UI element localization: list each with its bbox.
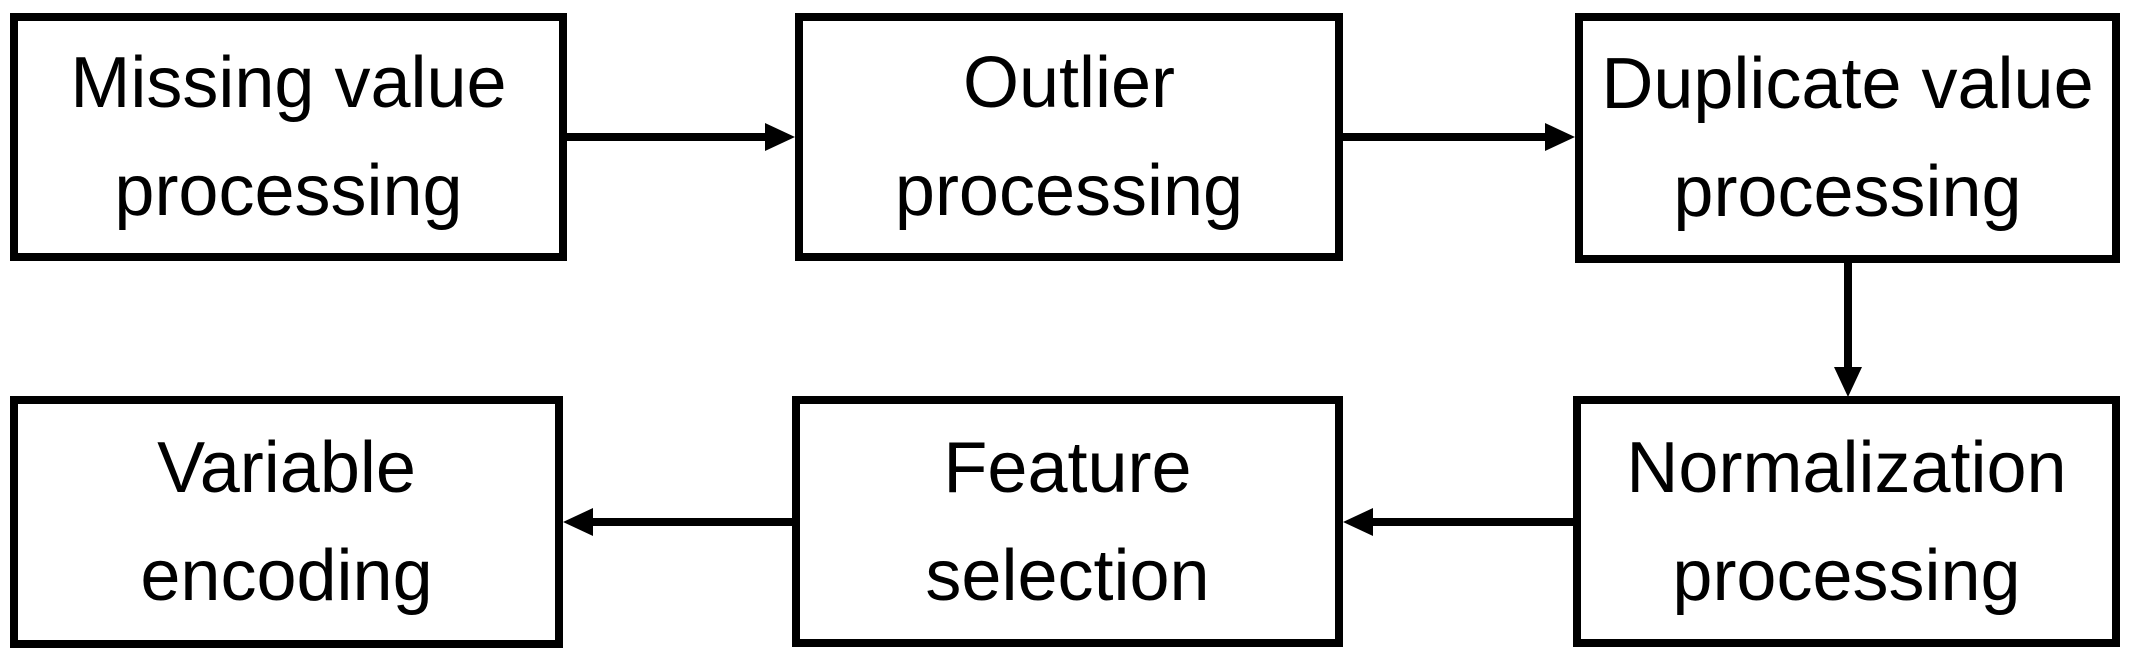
node-outlier-processing: Outlier processing <box>795 13 1343 261</box>
node-feature-selection: Feature selection <box>792 396 1343 647</box>
node-normalization-processing: Normalization processing <box>1573 396 2120 647</box>
node-label-line: Variable <box>157 428 416 508</box>
node-label-line: Outlier <box>962 43 1176 123</box>
node-duplicate-value-processing: Duplicate value processing <box>1575 13 2120 263</box>
node-missing-value-processing: Missing value processing <box>10 13 567 261</box>
arrow-feature-to-variable <box>563 508 792 536</box>
arrow-duplicate-to-normalization <box>1834 263 1862 397</box>
node-label-line: processing <box>114 151 463 231</box>
node-label-line: encoding <box>140 536 433 616</box>
node-label-line: Missing value <box>70 43 507 123</box>
arrow-outlier-to-duplicate <box>1343 123 1575 151</box>
arrow-normalization-to-feature <box>1343 508 1573 536</box>
node-label-line: processing <box>894 151 1244 231</box>
node-label-line: Normalization <box>1626 427 2067 508</box>
node-label-line: selection <box>925 535 1210 616</box>
node-label-line: Duplicate value <box>1601 44 2094 124</box>
arrow-missing-to-outlier <box>565 123 795 151</box>
node-variable-encoding: Variable encoding <box>10 396 563 648</box>
node-label-line: processing <box>1673 152 2022 232</box>
node-label-line: processing <box>1672 535 2021 616</box>
node-label-line: Feature <box>943 427 1192 508</box>
